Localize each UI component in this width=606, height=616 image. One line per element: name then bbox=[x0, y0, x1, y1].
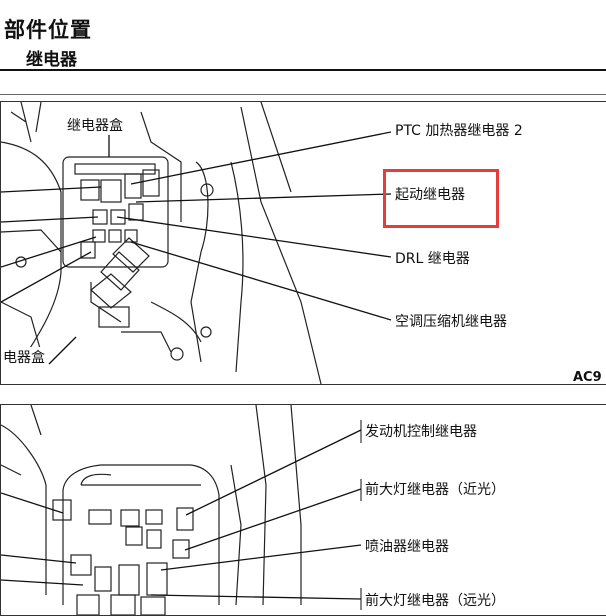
label-starter-relay: 起动继电器 bbox=[393, 184, 467, 204]
page-title: 部件位置 bbox=[4, 17, 92, 42]
figure-code: AC9 bbox=[573, 370, 602, 385]
diagram-panel-bottom: 发动机控制继电器 前大灯继电器（近光） 喷油器继电器 前大灯继电器（远光） bbox=[0, 404, 606, 616]
label-ptc-heater-relay-2: PTC 加热器继电器 2 bbox=[393, 120, 525, 140]
label-relay-box: 继电器盒 bbox=[65, 115, 125, 135]
label-engine-control-relay: 发动机控制继电器 bbox=[363, 421, 479, 441]
diagram-panel-top: 继电器盒 PTC 加热器继电器 2 起动继电器 DRL 继电器 空调压缩机继电器… bbox=[0, 101, 606, 385]
label-injector-relay: 喷油器继电器 bbox=[363, 536, 451, 556]
page-subtitle: 继电器 bbox=[26, 50, 77, 70]
label-relay-box-left: 电器盒 bbox=[1, 347, 47, 367]
relay-diagram-top bbox=[1, 102, 392, 384]
highlight-box bbox=[383, 169, 499, 228]
label-headlamp-high-relay: 前大灯继电器（远光） bbox=[363, 590, 507, 610]
label-ac-compressor-relay: 空调压缩机继电器 bbox=[393, 311, 509, 331]
relay-diagram-bottom bbox=[1, 405, 362, 615]
header-rule-thin bbox=[0, 94, 606, 95]
label-headlamp-low-relay: 前大灯继电器（近光） bbox=[363, 479, 507, 499]
header-rule bbox=[0, 69, 606, 71]
label-drl-relay: DRL 继电器 bbox=[393, 248, 472, 268]
